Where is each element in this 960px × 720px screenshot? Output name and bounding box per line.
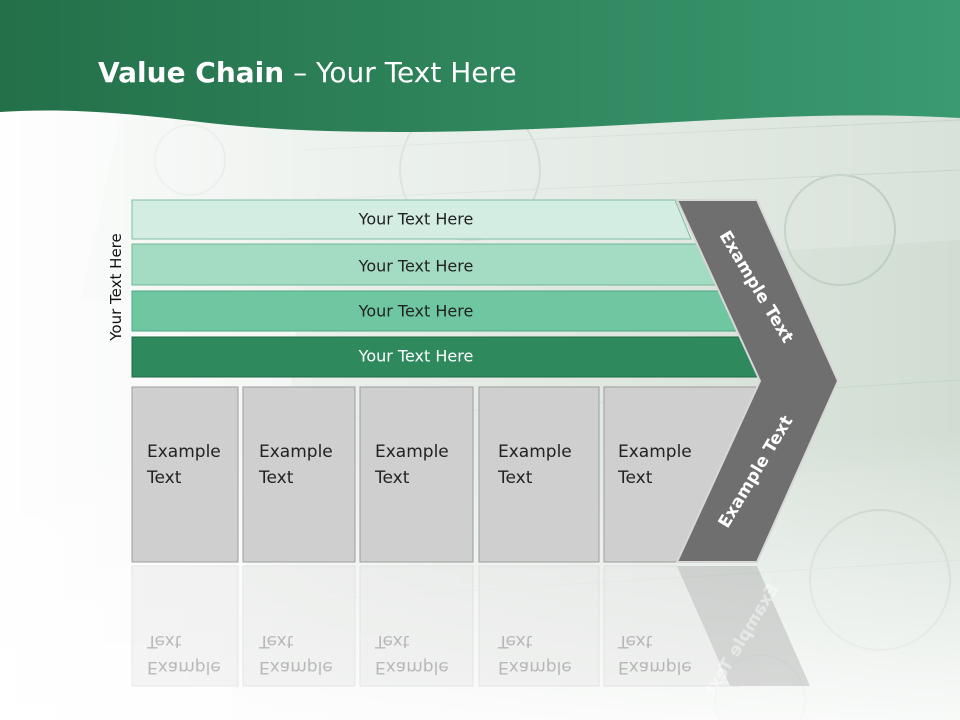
box-4-reflection: Example Text <box>498 631 572 677</box>
page-title: Value Chain – Your Text Here <box>98 56 517 89</box>
box-3-label: Example Text <box>375 442 449 488</box>
box-2-reflection: Example Text <box>259 631 333 677</box>
bar-2-label: Your Text Here <box>358 256 474 276</box>
box-1[interactable] <box>131 386 239 563</box>
box-5-label: Example Text <box>618 442 692 488</box>
bar-4-label: Your Text Here <box>358 346 474 366</box>
box-1-label: Example Text <box>147 442 221 488</box>
box-2[interactable] <box>242 386 356 563</box>
box-3[interactable] <box>359 386 474 563</box>
chevron-arrow[interactable] <box>675 199 840 563</box>
title-rest: – Your Text Here <box>284 56 517 89</box>
box-4[interactable] <box>478 386 600 563</box>
bar-1-label: Your Text Here <box>358 209 474 229</box>
box-1-reflection: Example Text <box>147 631 221 677</box>
box-4-label: Example Text <box>498 442 572 488</box>
box-2-label: Example Text <box>259 442 333 488</box>
title-bold: Value Chain <box>98 56 285 89</box>
box-5-reflection: Example Text <box>618 631 692 677</box>
box-3-reflection: Example Text <box>375 631 449 677</box>
bar-1[interactable] <box>131 199 692 240</box>
bar-3-label: Your Text Here <box>358 301 474 321</box>
